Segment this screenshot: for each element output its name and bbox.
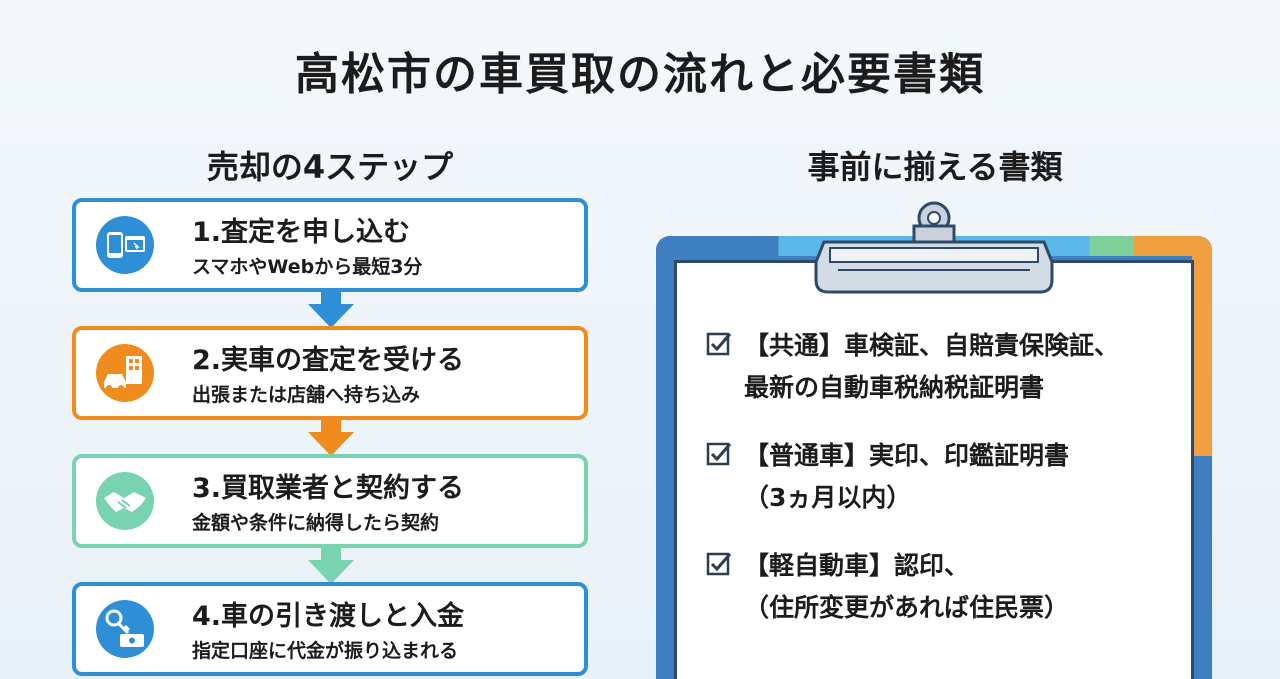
checkbox-checked-icon xyxy=(706,442,732,466)
step-card-4: 4.車の引き渡しと入金 指定口座に代金が振り込まれる xyxy=(72,582,588,676)
step-card-3: 3.買取業者と契約する 金額や条件に納得したら契約 xyxy=(72,454,588,548)
step-title: 4.車の引き渡しと入金 xyxy=(192,601,465,632)
doc-line: （住所変更があれば住民票） xyxy=(744,593,1070,622)
main-title: 高松市の車買取の流れと必要書類 xyxy=(295,49,985,100)
smartphone-web-icon xyxy=(96,216,154,274)
car-store-icon xyxy=(96,344,154,402)
step-card-1: 1.査定を申し込む スマホやWebから最短3分 xyxy=(72,198,588,292)
clipboard-paper xyxy=(674,260,1194,679)
step-description: スマホやWebから最短3分 xyxy=(192,256,423,278)
step-card-2: 2.実車の査定を受ける 出張または店舗へ持ち込み xyxy=(72,326,588,420)
handshake-icon xyxy=(96,472,154,530)
steps-section-title: 売却の4ステップ xyxy=(206,148,454,186)
doc-line: 【軽自動車】認印、 xyxy=(744,551,970,580)
docs-section-title: 事前に揃える書類 xyxy=(807,148,1063,186)
doc-line: （3ヵ月以内） xyxy=(744,483,912,512)
step-description: 出張または店舗へ持ち込み xyxy=(192,384,421,406)
step-description: 金額や条件に納得したら契約 xyxy=(192,512,440,534)
checkbox-checked-icon xyxy=(706,332,732,356)
step-title: 2.実車の査定を受ける xyxy=(192,345,465,376)
doc-line: 最新の自動車税納税証明書 xyxy=(744,373,1045,402)
step-arrow-1 xyxy=(308,292,354,328)
key-money-icon xyxy=(96,600,154,658)
step-description: 指定口座に代金が振り込まれる xyxy=(192,640,459,662)
doc-line: 【普通車】実印、印鑑証明書 xyxy=(744,441,1070,470)
step-title: 3.買取業者と契約する xyxy=(192,473,465,504)
checkbox-checked-icon xyxy=(706,552,732,576)
step-arrow-2 xyxy=(308,420,354,456)
clipboard-side-band xyxy=(1192,256,1212,456)
step-arrow-3 xyxy=(308,548,354,584)
clipboard-clip-icon xyxy=(814,201,1054,294)
doc-line: 【共通】車検証、自賠責保険証、 xyxy=(744,331,1120,360)
step-title: 1.査定を申し込む xyxy=(192,217,411,248)
